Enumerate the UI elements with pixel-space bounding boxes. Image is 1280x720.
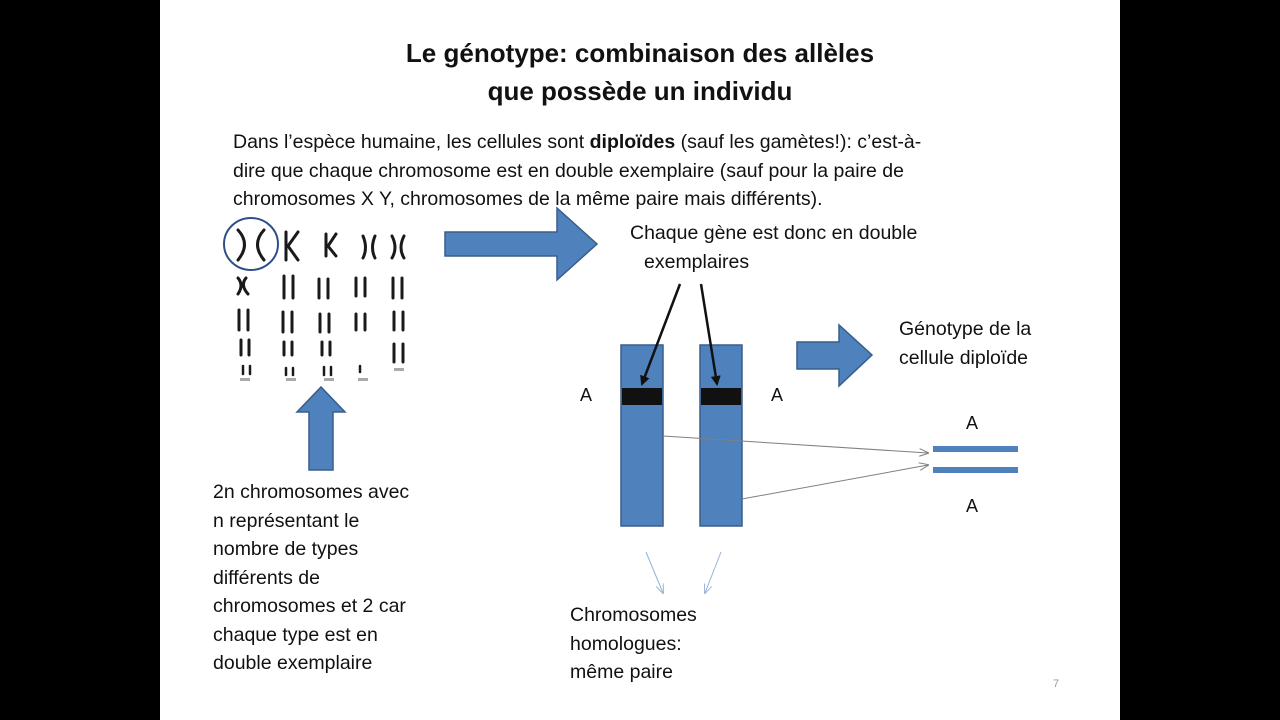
karyotype-note-line: nombre de types [213,538,359,560]
chromosome-row-2 [236,274,404,300]
chromosome-row-5 [241,364,362,377]
allele-label-left: A [580,385,593,405]
intro-line-1: Dans l’espèce humaine, les cellules sont… [233,128,1033,157]
title-line-2: que possède un individu [487,76,793,106]
genotype-note: Génotype de la cellule diploïde [899,315,1031,372]
intro-line-2: dire que chaque chromosome est en double… [233,159,904,182]
homologous-arrow-right [705,551,722,593]
highlight-circle-icon [223,217,279,271]
intro-line-1-end: (sauf les gamètes!): c’est-à- [675,131,922,153]
chromosome-right [699,344,743,527]
slide-number: 7 [1053,678,1060,690]
karyotype-note-line: double exemplaire [213,652,373,674]
homologous-note: Chromosomes homologues: même paire [570,601,697,687]
chromosome-numbers [240,368,404,381]
intro-line-3: chromosomes X Y, chromosomes de la même … [233,188,823,210]
gene-band-left [622,388,662,405]
karyotype-note: 2n chromosomes avec n représentant le no… [213,478,409,678]
intro-line-1-start: Dans l’espèce humaine, les cellules sont [233,131,590,153]
allele-link-arrow-left [662,435,928,453]
chromosome-row-3 [237,308,405,334]
diagram-graphics [223,206,1018,720]
karyotype-note-line: différents de [213,566,320,589]
chromosome-row-1 [236,228,406,262]
gene-band-right [701,388,741,405]
genotype-bar-top [933,446,1018,452]
title-line-1: Le génotype: combinaison des allèles [405,38,875,68]
genotype-allele-top: A [966,413,979,433]
slide: Le génotype: combinaison des allèles que… [160,0,1120,720]
chromosome-row-4 [239,338,405,364]
homologous-arrow-left [645,551,663,593]
homologous-note-line: homologues: [570,632,682,655]
intro-paragraph: Dans l’espèce humaine, les cellules sont… [233,128,1033,214]
up-block-arrow [295,385,347,471]
allele-link-arrow-right [741,465,928,500]
gene-note-line-1: Chaque gène est donc en double [630,222,918,244]
genotype-note-line-2: cellule diploïde [899,346,1029,369]
gene-pointer-arrow-left [640,283,682,386]
karyotype-note-line: 2n chromosomes avec [213,481,410,503]
genotype-note-line-1: Génotype de la [899,318,1032,340]
right-block-arrow [444,206,599,282]
karyotype-note-line: chaque type est en [213,623,378,646]
allele-label-right: A [771,385,784,405]
genotype-bar-bottom [933,467,1018,473]
genotype-block-arrow [796,323,874,388]
genotype-allele-bottom: A [966,496,979,516]
karyotype-image [223,217,406,381]
gene-pointer-arrow-right [699,283,721,386]
diploid-term: diploïdes [589,131,676,153]
karyotype-note-line: n représentant le [213,509,360,532]
slide-title: Le génotype: combinaison des allèles que… [160,34,1120,110]
chromosome-left [620,344,664,527]
karyotype-note-line: chromosomes et 2 car [213,595,406,617]
homologous-note-line: même paire [570,661,673,683]
gene-note: Chaque gène est donc en double exemplair… [630,219,917,276]
homologous-note-line: Chromosomes [570,604,697,626]
gene-note-line-2: exemplaires [644,250,750,273]
